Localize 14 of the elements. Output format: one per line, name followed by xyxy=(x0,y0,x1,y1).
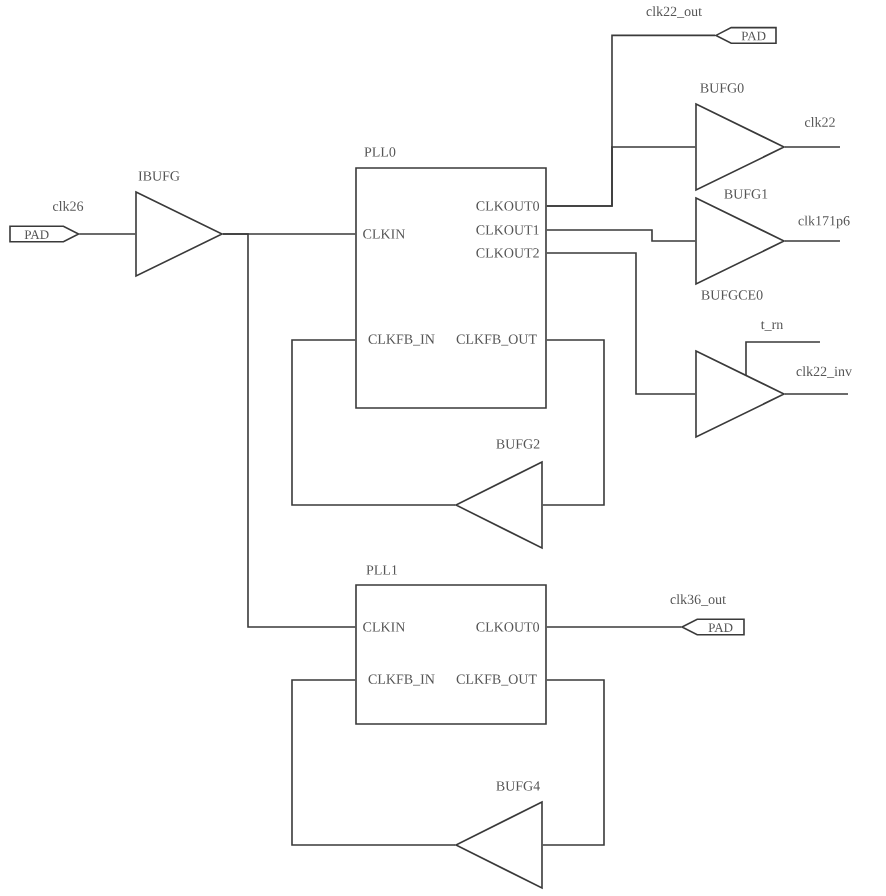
wire xyxy=(784,393,849,395)
wire xyxy=(784,146,841,148)
wire xyxy=(546,229,696,242)
wire xyxy=(291,679,456,846)
wire xyxy=(222,233,356,628)
wire xyxy=(546,626,682,628)
wire xyxy=(546,252,696,395)
wire xyxy=(542,339,605,506)
wire xyxy=(546,146,696,207)
wire xyxy=(78,233,136,235)
wire xyxy=(745,341,821,377)
wire xyxy=(784,240,841,242)
wire xyxy=(291,339,456,506)
wire xyxy=(542,679,605,846)
